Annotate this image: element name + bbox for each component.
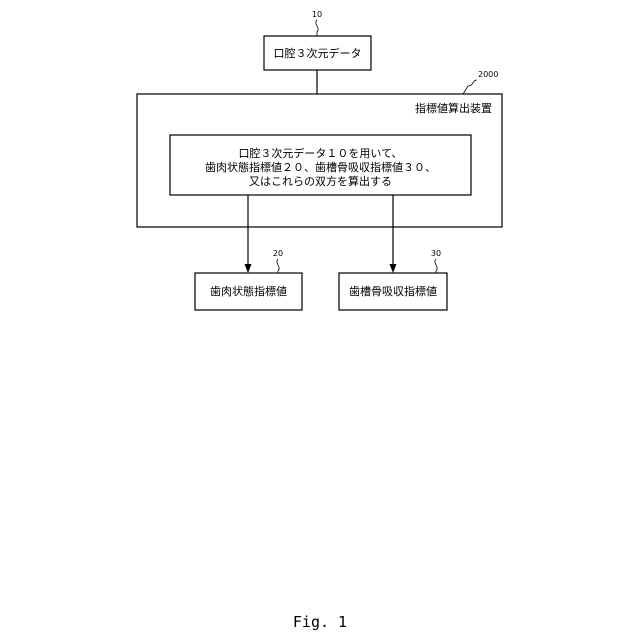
process-line-1: 口腔３次元データ１０を用いて、 (238, 146, 402, 160)
device-label: 指標値算出装置 (415, 101, 492, 115)
gum-index-label: 歯肉状態指標値 (210, 284, 287, 298)
arrowhead-process-to-bone (390, 264, 397, 273)
process-line-2: 歯肉状態指標値２０、歯槽骨吸収指標値３０、 (205, 160, 436, 174)
figure-label: Fig. 1 (293, 613, 347, 631)
ref-leader-10 (316, 20, 318, 36)
arrowhead-process-to-gum (245, 264, 252, 273)
ref-label-10: 10 (312, 10, 322, 19)
bone-index-label: 歯槽骨吸収指標値 (349, 284, 437, 298)
ref-label-30: 30 (431, 249, 441, 258)
ref-label-20: 20 (273, 249, 283, 258)
ref-leader-2000 (463, 80, 477, 94)
ref-leader-20 (277, 259, 279, 273)
input-data-label: 口腔３次元データ (274, 46, 362, 60)
process-line-3: 又はこれらの双方を算出する (249, 174, 392, 188)
ref-label-2000: 2000 (478, 70, 498, 79)
ref-leader-30 (435, 259, 437, 273)
